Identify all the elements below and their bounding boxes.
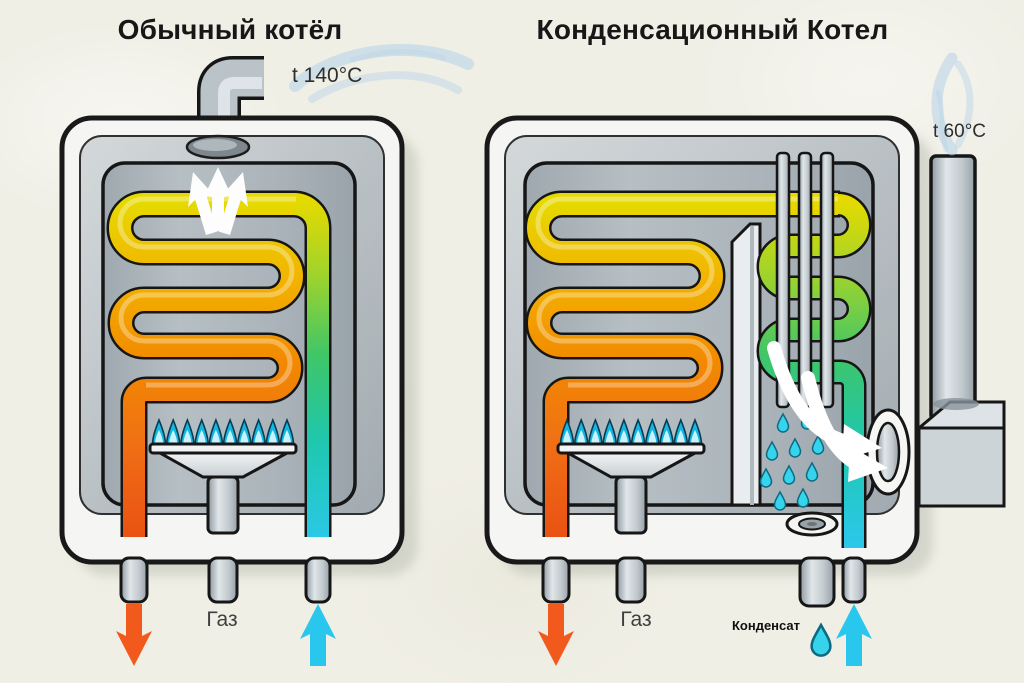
left-boiler-title: Обычный котёл xyxy=(117,14,343,45)
cold-water-in-arrow xyxy=(836,604,872,666)
right-flue-chimney xyxy=(914,154,1006,508)
gas-burner xyxy=(148,419,298,535)
conventional-boiler xyxy=(59,43,474,666)
right-flue-temp-label: t 60°C xyxy=(933,121,987,142)
burner-stem xyxy=(206,475,240,535)
left-flue-temp-label: t 140°C xyxy=(292,64,363,87)
bottom-pipes xyxy=(119,556,332,604)
gas-burner xyxy=(556,419,706,535)
cold-water-in-arrow xyxy=(300,604,336,666)
right-boiler-title: Конденсационный Котел xyxy=(536,14,889,45)
heat-exchanger-coil xyxy=(524,190,872,548)
cold-in-stub xyxy=(841,556,867,604)
burner-bar xyxy=(556,442,706,455)
bottom-pipes xyxy=(541,556,867,608)
side-flue-opening xyxy=(865,408,911,496)
burner-stem xyxy=(614,475,648,535)
hot-out-stub xyxy=(119,556,149,604)
flue-flow-arrows xyxy=(767,341,888,482)
flue-box-front xyxy=(917,426,1006,508)
cold-in-stub xyxy=(304,556,332,604)
flue-gas-tubes xyxy=(775,151,835,409)
condensate-drain xyxy=(785,511,839,537)
left-flue-pipe xyxy=(197,56,264,130)
hot-supply-coil xyxy=(527,193,840,537)
hot-out-stub xyxy=(541,556,571,604)
gas-in-stub xyxy=(207,556,239,604)
flue-smoke-left xyxy=(289,43,474,103)
flue-smoke-right xyxy=(931,52,974,156)
hot-supply-coil xyxy=(109,193,303,537)
chamber-divider-wall xyxy=(730,222,762,507)
heat-exchanger-coil xyxy=(106,190,332,537)
condensing-boiler xyxy=(484,52,1006,666)
hot-water-out-arrow xyxy=(116,604,152,666)
burner-bar xyxy=(148,442,298,455)
flue-vent-highlight xyxy=(193,139,237,151)
hot-water-out-arrow xyxy=(538,604,574,666)
left-gas-label: Газ xyxy=(206,608,238,631)
gas-in-stub xyxy=(615,556,647,604)
condensate-label: Конденсат xyxy=(731,618,801,633)
right-gas-label: Газ xyxy=(620,608,652,631)
condensate-stub xyxy=(798,556,836,608)
